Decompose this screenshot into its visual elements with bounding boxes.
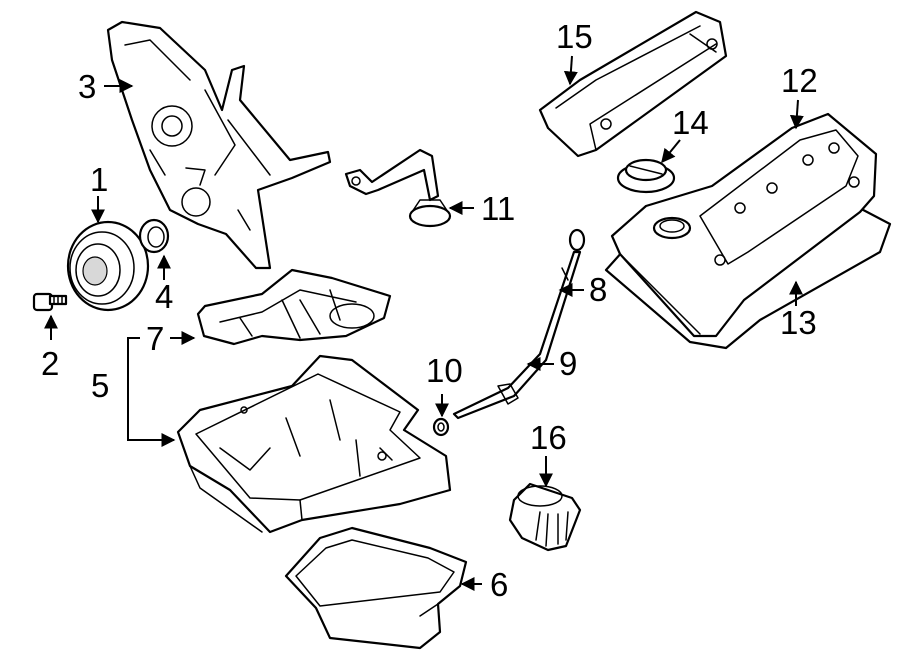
callout-4: 4 xyxy=(155,278,173,315)
callout-15: 15 xyxy=(556,18,593,55)
callout-13: 13 xyxy=(780,304,817,341)
callout-6: 6 xyxy=(490,566,508,603)
callout-14: 14 xyxy=(672,104,709,141)
leader-lines xyxy=(44,55,804,591)
engine-cover xyxy=(538,10,728,158)
callout-7: 7 xyxy=(146,320,164,357)
crankshaft-pulley xyxy=(66,220,150,312)
callout-12: 12 xyxy=(781,62,818,99)
callout-labels: 1 2 3 4 5 6 7 8 9 10 11 12 13 14 15 16 xyxy=(41,18,818,603)
callout-10: 10 xyxy=(426,352,463,389)
oil-pan-lower xyxy=(284,526,468,650)
timing-cover xyxy=(106,20,332,270)
callout-9: 9 xyxy=(559,345,577,382)
dipstick-tube xyxy=(452,228,586,420)
oil-pan-baffle xyxy=(196,268,392,346)
callout-16: 16 xyxy=(530,419,567,456)
drain-plug-gasket xyxy=(432,417,450,437)
oil-pan-upper xyxy=(176,354,452,534)
oil-filler-cap xyxy=(616,158,676,194)
valve-cover xyxy=(610,112,878,338)
oil-filter xyxy=(508,482,582,552)
oil-pickup-tube xyxy=(344,148,452,228)
callout-11: 11 xyxy=(481,190,515,227)
callout-1: 1 xyxy=(90,161,108,198)
pulley-bolt xyxy=(32,292,68,312)
callout-3: 3 xyxy=(78,68,96,105)
callout-2: 2 xyxy=(41,345,59,382)
callout-5: 5 xyxy=(91,367,109,404)
callout-8: 8 xyxy=(589,271,607,308)
front-seal xyxy=(138,218,170,254)
